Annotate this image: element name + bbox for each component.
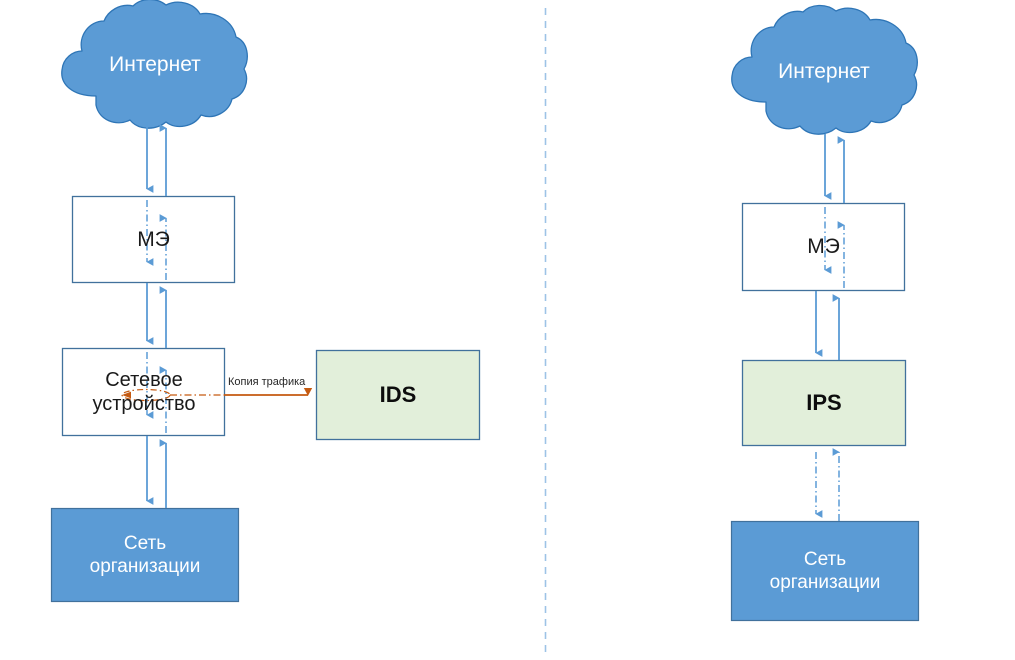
traffic-tap-left-arrowhead [122,391,131,399]
organization-network-box[interactable] [50,507,240,603]
internet-cloud [731,4,918,135]
firewall-box[interactable] [71,195,236,284]
internet-cloud [61,0,248,129]
ips-inline-blocking-panel [730,4,920,622]
ips-box[interactable] [741,359,907,447]
ids-box[interactable] [315,349,481,441]
organization-network-box[interactable] [730,520,920,622]
ids-passive-monitoring-panel [50,0,481,603]
network-device-box[interactable] [61,347,226,437]
firewall-box[interactable] [741,202,906,292]
traffic-copy-edge-label: Копия трафика [228,376,306,388]
